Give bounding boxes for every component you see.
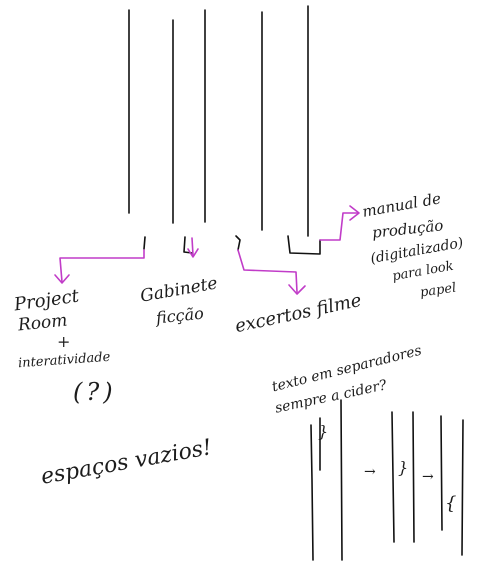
separator-brace: } [318, 422, 329, 441]
separator-line [310, 424, 314, 561]
bar-ticks [143, 235, 321, 255]
pink-arrows [54, 205, 360, 295]
tick-mark [287, 235, 321, 255]
project-label-line3: + [57, 332, 71, 351]
separator-line [412, 411, 415, 543]
tick-mark [143, 236, 146, 250]
separator-arrow: → [422, 469, 434, 485]
arrow-to-excertos [237, 249, 298, 293]
vertical-bars [128, 5, 309, 237]
separator-arrow: → [364, 464, 376, 480]
tick-mark [183, 236, 193, 254]
arrow-to-gabinete [191, 237, 194, 256]
separator-line [461, 419, 464, 556]
separator-brace: } [398, 458, 409, 477]
separator-line [340, 399, 343, 561]
arrow-to-project [59, 249, 145, 283]
arrow-to-gabinete-head [187, 248, 199, 258]
separator-brace: { [445, 493, 457, 514]
separator-line [391, 411, 395, 543]
separator-sketch [310, 399, 464, 561]
separator-line [440, 415, 443, 531]
arrow-to-excertos-head [288, 284, 306, 295]
tick-mark [235, 235, 241, 251]
question-mark-label: (?) [73, 378, 117, 406]
arrow-to-manual [319, 212, 359, 241]
arrow-to-manual-head [349, 205, 360, 221]
arrow-to-project-head [54, 274, 70, 284]
